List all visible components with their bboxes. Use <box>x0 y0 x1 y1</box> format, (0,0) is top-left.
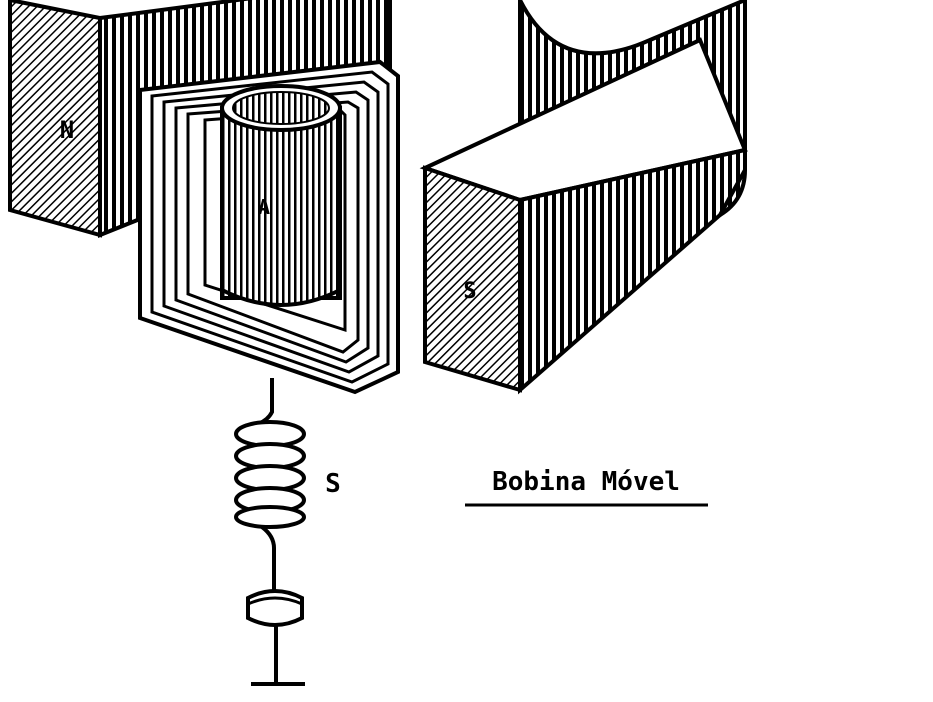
spring: S <box>234 420 341 529</box>
anchor-band <box>247 596 303 606</box>
spring-lead-wire <box>260 525 276 590</box>
south-pole-magnet: S <box>419 0 748 395</box>
south-pole-face <box>423 165 522 393</box>
core-body <box>220 106 342 300</box>
iron-core-cylinder: A <box>220 84 342 307</box>
south-pole-letter: S <box>463 279 476 304</box>
pivot-anchor <box>246 589 305 686</box>
anchor-body <box>246 589 304 627</box>
coil-winding-2 <box>150 70 390 384</box>
coil-winding-4 <box>174 90 370 364</box>
spring-turn-5 <box>234 505 306 529</box>
core-bottom-curve <box>221 288 341 307</box>
core-letter: A <box>258 195 270 219</box>
north-pole-face <box>8 0 102 238</box>
coil-winding-inner <box>186 100 360 354</box>
coil-winding-3 <box>162 80 380 374</box>
core-top-ring <box>232 91 330 125</box>
north-pole-letter: N <box>60 116 74 144</box>
diagram-caption: Bobina Móvel <box>492 467 680 497</box>
coil-lead-wire <box>257 378 274 426</box>
spring-label: S <box>325 469 341 499</box>
